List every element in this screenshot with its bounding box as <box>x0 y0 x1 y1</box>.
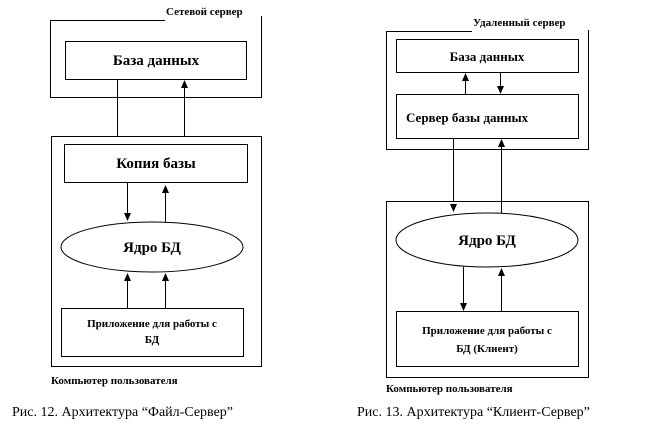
remote-server-container: Удаленный сервер <box>386 17 589 150</box>
remote-server-label: Удаленный сервер <box>473 17 566 29</box>
arrow-up-icon <box>498 139 505 147</box>
db-core-ellipse <box>395 212 579 268</box>
client-app-box <box>396 311 579 367</box>
file-server-diagram: Сетевой сервер База данных Компьютер пол… <box>12 6 262 420</box>
app-label-line1: Приложение для работы с <box>87 318 217 330</box>
app-label-line2: БД <box>145 334 160 346</box>
arrow-up-icon <box>162 273 169 281</box>
database-label: База данных <box>450 49 525 64</box>
arrow-up-icon <box>124 273 131 281</box>
db-core-label: Ядро БД <box>123 240 181 256</box>
network-server-container: Сетевой сервер <box>50 6 262 98</box>
db-core-label: Ядро БД <box>458 233 516 249</box>
figure-caption: Рис. 13. Архитектура “Клиент-Сервер” <box>357 405 590 420</box>
arrow-up-icon <box>462 73 469 81</box>
database-label: База данных <box>113 53 200 69</box>
db-copy-box <box>64 144 248 183</box>
db-core-ellipse <box>60 221 244 273</box>
arrow-up-icon <box>498 268 505 276</box>
db-server-box <box>396 94 579 139</box>
database-box <box>396 39 579 73</box>
user-computer-label: Компьютер пользователя <box>51 375 178 387</box>
arrow-down-icon <box>497 86 504 94</box>
arrow-down-icon <box>450 204 457 212</box>
database-box <box>65 41 247 80</box>
app-box <box>61 308 244 357</box>
network-server-label: Сетевой сервер <box>166 6 243 18</box>
arrow-up-icon <box>162 185 169 193</box>
arrow-down-icon <box>124 213 131 221</box>
db-server-label: Сервер базы данных <box>406 110 529 125</box>
client-server-diagram: Удаленный сервер База данных Сервер базы… <box>357 17 590 420</box>
app-label-line1: Приложение для работы с <box>422 325 552 337</box>
user-computer-label: Компьютер пользователя <box>386 383 513 395</box>
db-copy-label: Копия базы <box>116 156 196 172</box>
arrow-up-icon <box>181 80 188 88</box>
app-label-line2: БД (Клиент) <box>456 343 518 355</box>
figure-caption: Рис. 12. Архитектура “Файл-Сервер” <box>12 405 233 420</box>
arrow-down-icon <box>460 303 467 311</box>
